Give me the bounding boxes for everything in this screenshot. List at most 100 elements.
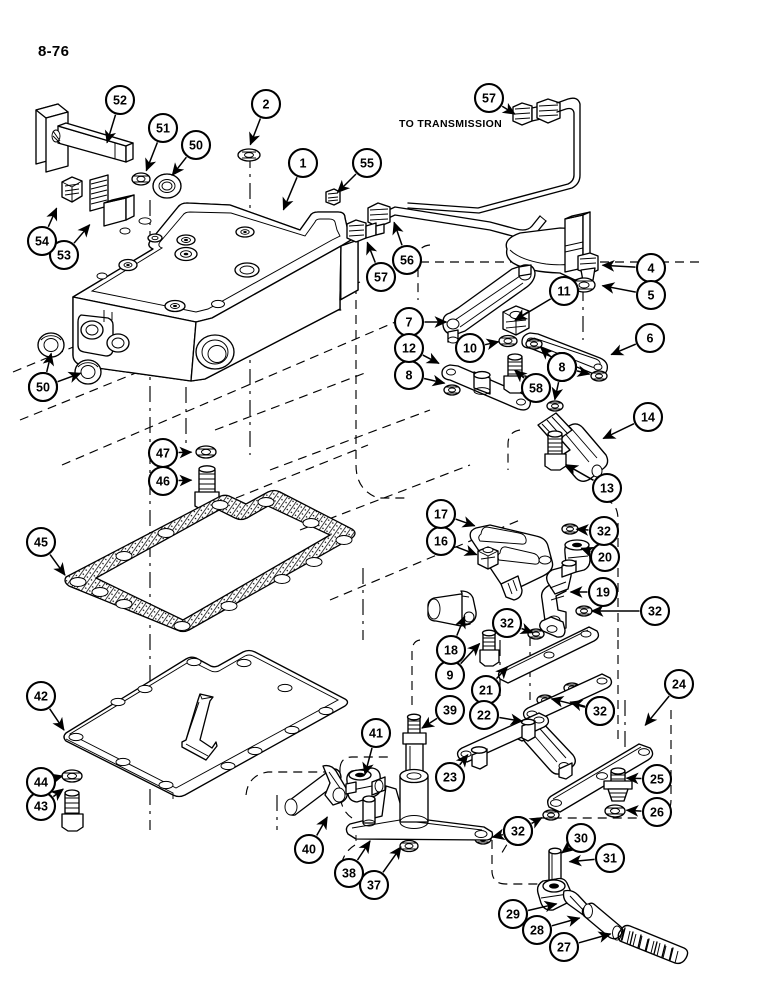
callout-6[interactable]: 6 (634, 322, 666, 354)
callout-circle (25, 766, 57, 798)
callout-40[interactable]: 40 (293, 833, 325, 865)
callout-11[interactable]: 11 (548, 275, 580, 307)
callout-25[interactable]: 25 (641, 763, 673, 795)
callout-53[interactable]: 53 (48, 239, 80, 271)
callout-circle (25, 526, 57, 558)
callout-circle (588, 515, 620, 547)
callout-10[interactable]: 10 (454, 332, 486, 364)
part-9-bolt (479, 629, 500, 667)
callout-7[interactable]: 7 (393, 306, 425, 338)
callout-54[interactable]: 54 (26, 225, 58, 257)
callout-27[interactable]: 27 (548, 931, 580, 963)
callout-41[interactable]: 41 (360, 717, 392, 749)
callout-24[interactable]: 24 (663, 668, 695, 700)
callout-leader-8 (551, 381, 564, 401)
callout-45[interactable]: 45 (25, 526, 57, 558)
callout-number: 29 (506, 908, 520, 922)
callout-17[interactable]: 17 (425, 498, 457, 530)
callout-2[interactable]: 2 (250, 88, 282, 120)
callout-circle (468, 699, 500, 731)
callout-32[interactable]: 32 (639, 595, 671, 627)
callout-number: 22 (477, 709, 491, 723)
callout-leader-14 (602, 423, 635, 440)
callout-1[interactable]: 1 (287, 147, 319, 179)
callout-number: 43 (34, 800, 48, 814)
callout-8[interactable]: 8 (393, 359, 425, 391)
callout-56[interactable]: 56 (391, 244, 423, 276)
callout-55[interactable]: 55 (351, 147, 383, 179)
callout-32[interactable]: 32 (584, 695, 616, 727)
callout-20[interactable]: 20 (589, 541, 621, 573)
callout-8[interactable]: 8 (546, 351, 578, 383)
callout-number: 5 (648, 289, 655, 303)
callout-leader-32 (569, 699, 586, 712)
callout-32[interactable]: 32 (491, 607, 523, 639)
callout-39[interactable]: 39 (434, 694, 466, 726)
callout-50[interactable]: 50 (27, 371, 59, 403)
callout-21[interactable]: 21 (470, 674, 502, 706)
callout-16[interactable]: 16 (425, 525, 457, 557)
callout-circle (104, 84, 136, 116)
callout-38[interactable]: 38 (333, 857, 365, 889)
callout-circle (358, 869, 390, 901)
part-27-compression-spring (617, 924, 689, 965)
callout-number: 16 (434, 535, 448, 549)
callout-leader-32 (491, 828, 506, 840)
callout-42[interactable]: 42 (25, 680, 57, 712)
callout-13[interactable]: 13 (591, 472, 623, 504)
callout-51[interactable]: 51 (147, 112, 179, 144)
callout-number: 6 (647, 332, 654, 346)
callout-30[interactable]: 30 (565, 822, 597, 854)
callout-circle (293, 833, 325, 865)
callout-32[interactable]: 32 (502, 815, 534, 847)
callout-46[interactable]: 46 (147, 465, 179, 497)
callout-43[interactable]: 43 (25, 790, 57, 822)
callout-31[interactable]: 31 (594, 842, 626, 874)
callout-leader-43 (50, 788, 64, 802)
callout-29[interactable]: 29 (497, 898, 529, 930)
callout-14[interactable]: 14 (632, 401, 664, 433)
callout-47[interactable]: 47 (147, 437, 179, 469)
callout-37[interactable]: 37 (358, 869, 390, 901)
callout-57[interactable]: 57 (365, 261, 397, 293)
callout-22[interactable]: 22 (468, 699, 500, 731)
callout-58[interactable]: 58 (520, 372, 552, 404)
callout-19[interactable]: 19 (587, 576, 619, 608)
callout-number: 18 (444, 644, 458, 658)
callout-9[interactable]: 9 (434, 659, 466, 691)
callout-circle (546, 351, 578, 383)
callout-circle (147, 437, 179, 469)
callout-leader-50 (171, 156, 187, 177)
callout-44[interactable]: 44 (25, 766, 57, 798)
part-8-washers (443, 338, 608, 412)
callout-5[interactable]: 5 (635, 279, 667, 311)
callout-4[interactable]: 4 (635, 252, 667, 284)
callout-50[interactable]: 50 (180, 129, 212, 161)
callout-26[interactable]: 26 (641, 796, 673, 828)
callout-number: 47 (156, 447, 170, 461)
callout-leader-42 (49, 708, 65, 731)
callout-28[interactable]: 28 (521, 914, 553, 946)
part-32-washer-a (561, 523, 579, 535)
callout-leader-22 (499, 713, 524, 726)
callout-circle (434, 694, 466, 726)
callout-number: 8 (406, 369, 413, 383)
callout-57[interactable]: 57 (473, 82, 505, 114)
callout-52[interactable]: 52 (104, 84, 136, 116)
callout-18[interactable]: 18 (435, 634, 467, 666)
callout-32[interactable]: 32 (588, 515, 620, 547)
callout-number: 32 (500, 617, 514, 631)
callout-leader-26 (625, 805, 642, 817)
callout-leader-16 (455, 544, 478, 556)
part-25-shoulder-bolt (603, 767, 633, 802)
callout-circle (591, 472, 623, 504)
callout-23[interactable]: 23 (434, 761, 466, 793)
part-55-plug (325, 188, 341, 206)
callout-leader-20 (580, 546, 595, 558)
callout-leader-44 (49, 773, 64, 785)
callout-12[interactable]: 12 (393, 332, 425, 364)
callout-leader-30 (561, 840, 575, 854)
to-transmission-label: TO TRANSMISSION (399, 118, 503, 130)
part-26-washer (604, 804, 626, 818)
